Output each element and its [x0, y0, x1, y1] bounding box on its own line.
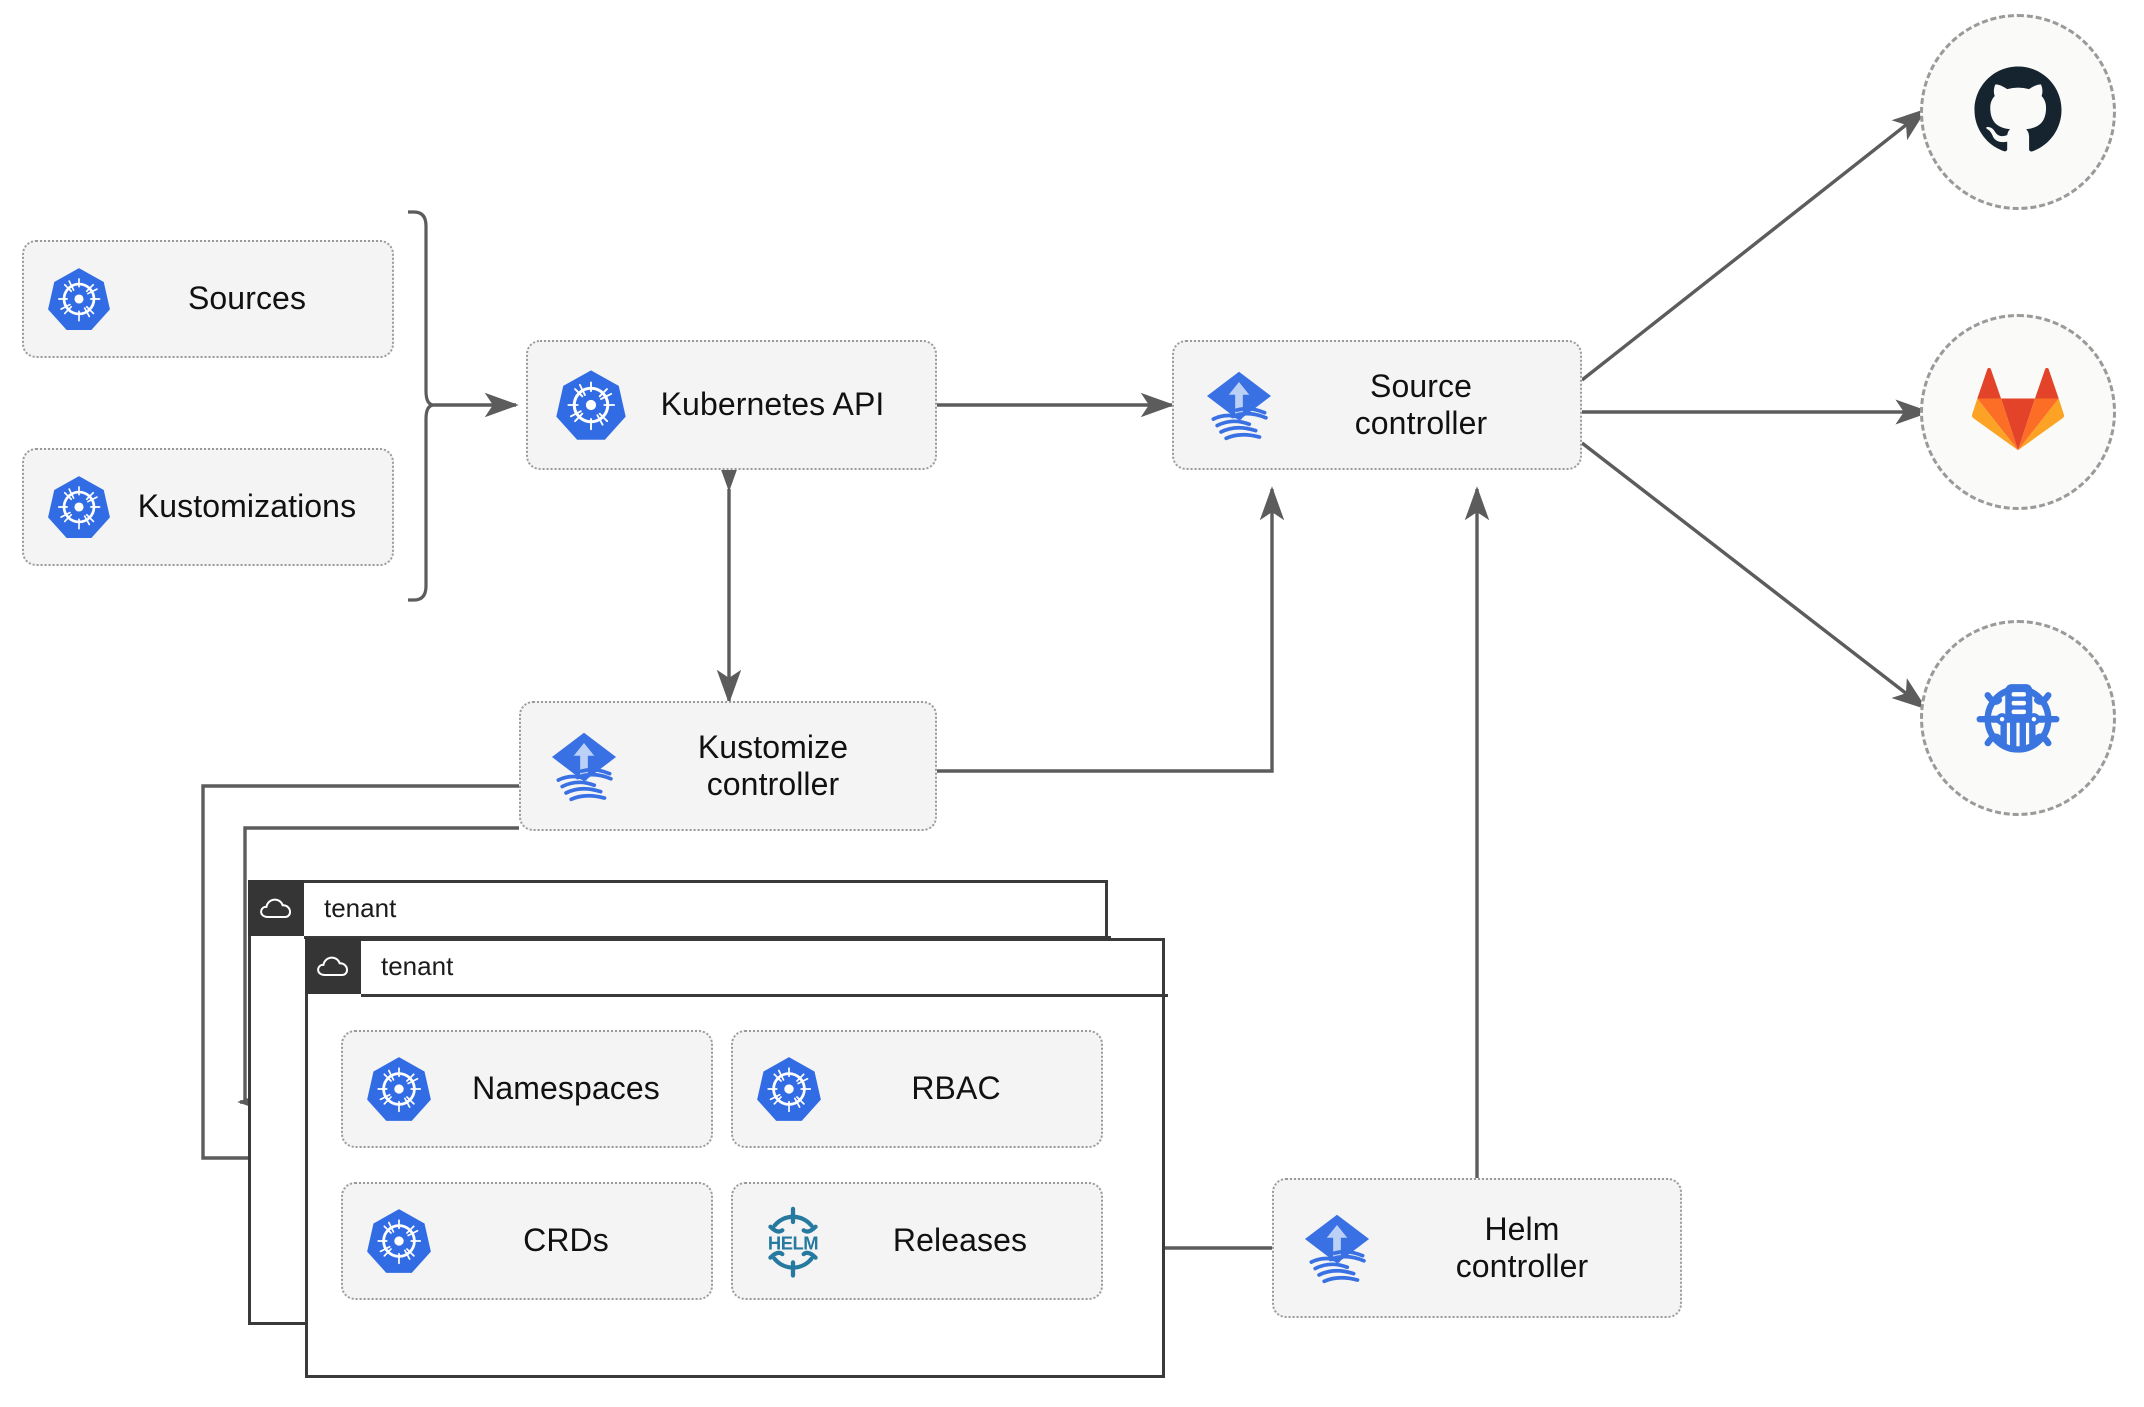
- node-helm-controller[interactable]: Helm controller: [1272, 1178, 1682, 1318]
- edge-sourcectrl-helmrepo: [1580, 441, 1928, 710]
- node-label: Kustomizations: [137, 488, 357, 525]
- node-sources[interactable]: Sources: [22, 240, 394, 358]
- repo-circle-gitlab[interactable]: [1920, 314, 2116, 510]
- node-label: Kubernetes API: [660, 386, 885, 423]
- node-releases[interactable]: HELM Releases: [731, 1182, 1103, 1300]
- kubernetes-icon: [755, 1055, 823, 1123]
- helm-repository-icon: [1967, 665, 2069, 772]
- flux-icon: [1198, 364, 1280, 446]
- node-label: CRDs: [523, 1222, 609, 1259]
- node-label: RBAC: [911, 1070, 1001, 1107]
- kubernetes-icon: [365, 1207, 433, 1275]
- kubernetes-icon: [365, 1055, 433, 1123]
- edge-sourcectrl-github: [1580, 108, 1928, 382]
- github-icon: [1970, 62, 2066, 163]
- node-kustomizations[interactable]: Kustomizations: [22, 448, 394, 566]
- node-namespaces[interactable]: Namespaces: [341, 1030, 713, 1148]
- tenant-header-inner: tenant: [305, 938, 453, 994]
- node-label: Releases: [892, 1222, 1028, 1259]
- edge-kustomizectrl-sourcectrl: [937, 486, 1285, 773]
- tenant-header-outer: tenant: [248, 880, 396, 936]
- cloud-icon: [248, 880, 304, 936]
- cloud-icon: [305, 938, 361, 994]
- node-label: Source controller: [1354, 367, 1488, 441]
- helm-icon: HELM: [755, 1203, 831, 1279]
- node-kubernetes-api[interactable]: Kubernetes API: [526, 340, 937, 470]
- node-crds[interactable]: CRDs: [341, 1182, 713, 1300]
- flux-icon: [543, 725, 625, 807]
- tenant-label: tenant: [324, 892, 397, 923]
- tenant-box-inner[interactable]: tenant: [305, 938, 1168, 1378]
- svg-text:HELM: HELM: [768, 1232, 818, 1253]
- kubernetes-icon: [46, 474, 112, 540]
- inputs-bracket: [408, 210, 435, 602]
- node-source-controller[interactable]: Source controller: [1172, 340, 1582, 470]
- node-label: Namespaces: [472, 1070, 660, 1107]
- node-label: Helm controller: [1455, 1210, 1589, 1284]
- kubernetes-icon: [46, 266, 112, 332]
- repo-circle-github[interactable]: [1920, 14, 2116, 210]
- node-kustomize-controller[interactable]: Kustomize controller: [519, 701, 937, 831]
- kubernetes-icon: [554, 368, 628, 442]
- tenant-label: tenant: [381, 950, 454, 981]
- gitlab-icon: [1971, 366, 2065, 459]
- flux-icon: [1296, 1207, 1378, 1289]
- node-label: Kustomize controller: [697, 728, 849, 802]
- repo-circle-helm[interactable]: [1920, 620, 2116, 816]
- node-rbac[interactable]: RBAC: [731, 1030, 1103, 1148]
- node-label: Sources: [187, 280, 307, 317]
